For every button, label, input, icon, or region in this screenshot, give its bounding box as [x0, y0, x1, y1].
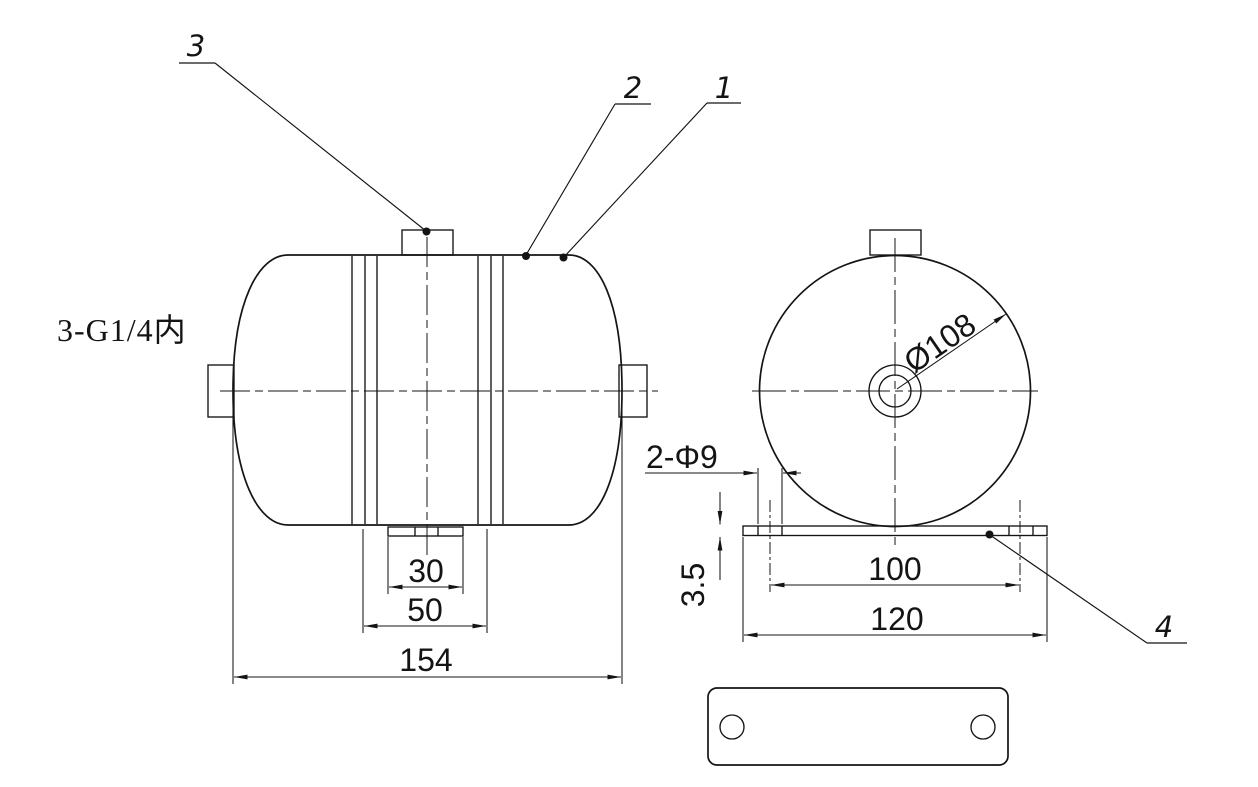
callout-3-label: 3 [187, 29, 205, 63]
dim-text-foot-width: 50 [407, 592, 443, 628]
top-port-boss-front [869, 229, 922, 256]
dim-text-holes: 2-Φ9 [646, 439, 718, 475]
thread-note-label: 3-G1/4内 [57, 312, 187, 348]
dim-text-pad-width: 30 [408, 553, 444, 589]
left-port-boss [207, 364, 235, 418]
callout-2-leader [525, 103, 616, 256]
callout-1-dot [559, 253, 568, 262]
dim-text-thickness: 3.5 [675, 563, 711, 607]
callouts: 3 2 1 4 [179, 29, 1187, 644]
dim-line-diameter [896, 313, 1007, 390]
tank-outline [232, 254, 623, 526]
callout-3-dot [422, 227, 431, 236]
callout-3-leader [214, 62, 427, 232]
callout-2-dot [522, 252, 530, 260]
dim-text-plate-width: 120 [870, 601, 923, 637]
center-port-outer-circle [868, 364, 922, 418]
base-plate-outline [707, 687, 1009, 766]
center-port-inner-circle [878, 374, 912, 408]
dim-text-hole-spacing: 100 [868, 551, 921, 587]
foot-pad [387, 526, 464, 537]
callout-2-label: 2 [624, 71, 642, 105]
callout-4-leader [989, 534, 1148, 644]
callout-1-leader [563, 102, 708, 258]
callout-4-dot [985, 530, 994, 539]
dim-text-tank-length: 154 [399, 642, 452, 678]
callout-4-label: 4 [1155, 610, 1173, 644]
mounting-hole-right [970, 714, 996, 740]
right-port-boss [618, 364, 648, 418]
callout-1-label: 1 [715, 71, 733, 105]
base-plate-edge [742, 525, 1048, 537]
tank-side-view: 30 50 154 3-G1/4内 [57, 229, 658, 684]
base-plate-plan-view [707, 687, 1009, 766]
tank-front-view: Ø108 2-Φ9 3.5 100 120 [645, 229, 1048, 642]
mounting-hole-left [719, 714, 745, 740]
dim-text-diameter: Ø108 [897, 306, 982, 380]
